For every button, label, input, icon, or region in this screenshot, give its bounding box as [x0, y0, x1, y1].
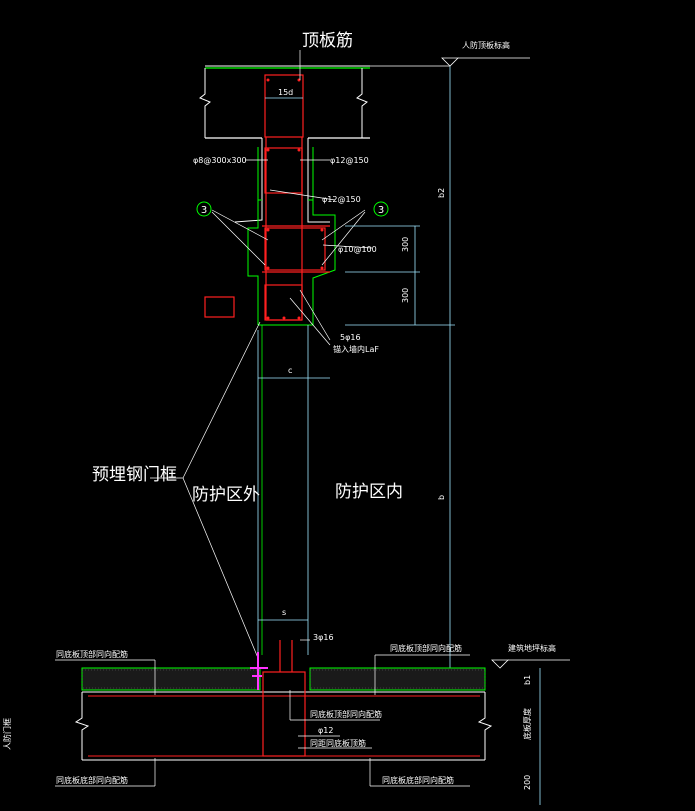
label-dim-300-a: 300 — [401, 237, 410, 252]
wall-rebar — [262, 74, 330, 321]
label-inside-zone: 防护区内 — [335, 482, 403, 502]
label-dim-200: 200 — [523, 775, 532, 790]
embedded-box — [204, 296, 235, 318]
floor-wall-rebar — [262, 640, 306, 757]
callout-left: 3 — [196, 201, 212, 217]
label-bars-3-16: 3φ16 — [313, 633, 334, 642]
label-bottom-top-bar-left: 同底板顶部同向配筋 — [56, 649, 128, 659]
label-bottom-top-bar-right: 同底板顶部同向配筋 — [390, 643, 462, 653]
label-slab-thickness: 底板厚度 — [522, 708, 532, 740]
floor-finish-layer — [81, 667, 486, 691]
label-bar-10-100: φ10@100 — [338, 245, 377, 254]
top-slab — [199, 65, 450, 139]
rebar-dots — [266, 78, 324, 320]
label-dim-c: c — [288, 366, 292, 375]
label-bar-12-150-b: φ12@150 — [322, 195, 361, 204]
label-anchor-note: 锚入墙内LaF — [333, 344, 379, 354]
elevation-marker-top — [441, 57, 530, 67]
leaders — [150, 50, 373, 659]
label-dim-s: s — [282, 608, 286, 617]
embedded-steel-frame — [250, 652, 268, 690]
floor-leaders — [55, 639, 470, 787]
label-top-slab-bar: 顶板筋 — [302, 31, 353, 51]
label-side-note: 人防门框 — [2, 718, 12, 750]
callout-left-number: 3 — [201, 205, 207, 216]
vertical-dimensions — [345, 66, 541, 805]
wall-outline — [234, 138, 336, 655]
label-bars-5-16: 5φ16 — [340, 333, 361, 342]
label-bar-12: φ12 — [318, 726, 333, 735]
label-dim-15d: 15d — [278, 88, 293, 97]
label-dim-b: b — [437, 495, 446, 500]
label-dim-300-b: 300 — [401, 288, 410, 303]
elevation-marker-floor — [491, 659, 570, 669]
callout-right: 3 — [373, 201, 389, 217]
label-stirrup-main: φ8@300x300 — [193, 156, 247, 165]
horizontal-dimensions — [258, 97, 330, 621]
label-outside-zone: 防护区外 — [192, 485, 260, 505]
label-bottom-bottom-bar-left: 同底板底部同向配筋 — [56, 775, 128, 785]
label-top-elevation: 人防顶板标高 — [462, 40, 510, 50]
label-bottom-bar-same: 同距同底板顶筋 — [310, 738, 366, 748]
label-bar-12-150-a: φ12@150 — [330, 156, 369, 165]
label-dim-b1: b1 — [523, 675, 532, 685]
label-embedded-frame: 预埋钢门框 — [92, 465, 177, 485]
label-bottom-bottom-bar-right: 同底板底部同向配筋 — [382, 775, 454, 785]
label-same-dir-bar: 同底板顶部同向配筋 — [310, 709, 382, 719]
label-dim-b2: b2 — [437, 188, 446, 198]
callout-right-number: 3 — [378, 205, 384, 216]
floor-structural-slab — [74, 691, 493, 761]
label-floor-elevation: 建筑地坪标高 — [508, 643, 556, 653]
